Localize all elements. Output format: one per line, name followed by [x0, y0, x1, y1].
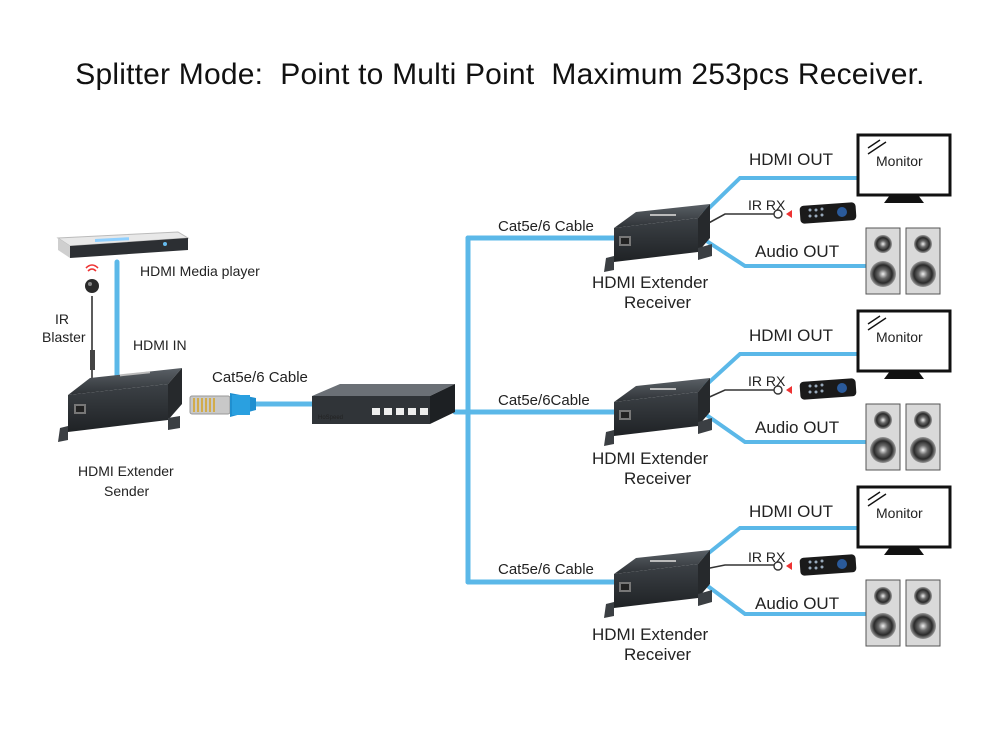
receiver-2-cable-label: Cat5e/6Cable — [498, 392, 590, 409]
diagram-title: Splitter Mode: Point to Multi Point Maxi… — [75, 58, 925, 91]
receiver-1-label-line1: HDMI Extender — [592, 273, 709, 292]
monitor-2 — [856, 309, 952, 379]
sender-label-line2: Sender — [104, 483, 149, 499]
receiver-1-ir-rx-label: IR RX — [748, 197, 786, 213]
ir-blaster-label-line2: Blaster — [42, 329, 86, 345]
speakers-1 — [865, 227, 941, 295]
receiver-2-label-line1: HDMI Extender — [592, 449, 709, 468]
receiver-2-ir-rx-label: IR RX — [748, 373, 786, 389]
receiver-1-hdmi-out-label: HDMI OUT — [749, 150, 833, 169]
receiver-2-audio-out-cable — [703, 412, 867, 444]
ir-blaster-label-line1: IR — [55, 311, 69, 327]
ir-blaster — [85, 279, 99, 370]
receiver-2-hdmi-out-label: HDMI OUT — [749, 326, 833, 345]
sender-device — [58, 368, 182, 442]
receiver-device-2 — [604, 378, 712, 446]
receiver-2-label-line2: Receiver — [624, 469, 691, 488]
receiver-device-1 — [604, 204, 712, 272]
ir-signal-icon — [85, 264, 99, 272]
receiver-device-3 — [604, 550, 712, 618]
receiver-1-audio-out-cable — [703, 238, 867, 268]
receiver-3-audio-out-label: Audio OUT — [755, 594, 839, 613]
receiver-2-audio-out-label: Audio OUT — [755, 418, 839, 437]
ir-rx-remote-3 — [773, 554, 857, 576]
receiver-3-cable-label: Cat5e/6 Cable — [498, 561, 594, 578]
speakers-3 — [865, 579, 941, 647]
receiver-3-label-line2: Receiver — [624, 645, 691, 664]
rj45-plug — [189, 393, 256, 417]
sender-cable-label: Cat5e/6 Cable — [212, 369, 308, 386]
monitor-3-label: Monitor — [876, 505, 923, 521]
monitor-1-label: Monitor — [876, 153, 923, 169]
receiver-3-hdmi-out-label: HDMI OUT — [749, 502, 833, 521]
sender-label-line1: HDMI Extender — [78, 463, 174, 479]
network-switch: HoSpeed — [312, 384, 455, 424]
monitor-3 — [856, 485, 952, 555]
cables — [114, 176, 867, 616]
media-player-device — [56, 231, 190, 258]
switch-brand-label: HoSpeed — [318, 415, 343, 421]
receiver-3-hdmi-out-cable — [703, 526, 860, 558]
receiver-1-cable-label: Cat5e/6 Cable — [498, 218, 594, 235]
speakers-2 — [865, 403, 941, 471]
monitor-2-label: Monitor — [876, 329, 923, 345]
monitor-1 — [856, 133, 952, 203]
hdmi-in-label: HDMI IN — [133, 337, 187, 353]
receiver-3-ir-rx-label: IR RX — [748, 549, 786, 565]
ir-rx-remote-1 — [773, 202, 857, 224]
receiver-3-label-line1: HDMI Extender — [592, 625, 709, 644]
receiver-1-hdmi-out-cable — [703, 176, 860, 214]
receiver-1-audio-out-label: Audio OUT — [755, 242, 839, 261]
ir-rx-remote-2 — [773, 378, 857, 400]
receiver-2-hdmi-out-cable — [703, 352, 860, 388]
media-player-label: HDMI Media player — [140, 263, 260, 279]
receiver-1-label-line2: Receiver — [624, 293, 691, 312]
receiver-3-audio-out-cable — [703, 582, 867, 616]
